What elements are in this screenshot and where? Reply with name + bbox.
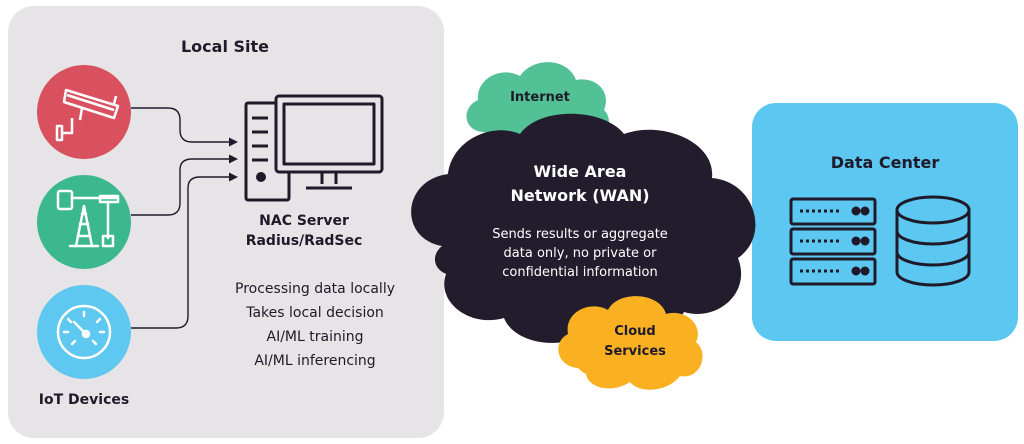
desktop-computer-icon xyxy=(244,94,384,202)
data-center-title: Data Center xyxy=(830,153,940,172)
gauge-icon xyxy=(56,304,112,360)
task-line: Takes local decision xyxy=(246,305,384,321)
pump-connector xyxy=(131,158,230,216)
cloud-services-cloud xyxy=(558,296,703,390)
wan-description-line-2: data only, no private or xyxy=(503,246,657,261)
nac-server-label: NAC Server xyxy=(259,213,349,229)
iot-devices-label: IoT Devices xyxy=(38,392,130,408)
oil-pump-icon xyxy=(56,189,120,248)
wan-cloud xyxy=(411,113,756,343)
internet-label: Internet xyxy=(510,90,570,105)
pump-circle xyxy=(37,175,131,269)
camera-circle xyxy=(37,65,131,159)
cloud-services-label-1: Cloud xyxy=(614,324,656,339)
task-line: AI/ML training xyxy=(266,329,364,345)
wan-title-line-2: Network (WAN) xyxy=(510,186,650,205)
camera-connector xyxy=(131,107,230,143)
radius-radsec-label: Radius/RadSec xyxy=(245,233,363,249)
cloud-services-label-2: Services xyxy=(604,344,666,359)
connector-arrowheads xyxy=(229,137,238,182)
wan-description-line-1: Sends results or aggregate xyxy=(492,227,668,242)
database-icon xyxy=(895,195,971,287)
data-center-panel xyxy=(752,103,1018,341)
task-line: Processing data locally xyxy=(235,281,395,297)
wan-title-line-1: Wide Area xyxy=(533,162,627,181)
security-camera-icon xyxy=(55,88,120,142)
server-rack-icon xyxy=(789,197,877,286)
local-site-title: Local Site xyxy=(180,37,270,56)
wan-description-line-3: confidential information xyxy=(502,265,658,280)
task-line: AI/ML inferencing xyxy=(254,353,376,369)
device-connectors xyxy=(131,107,230,329)
gauge-connector xyxy=(131,176,230,329)
